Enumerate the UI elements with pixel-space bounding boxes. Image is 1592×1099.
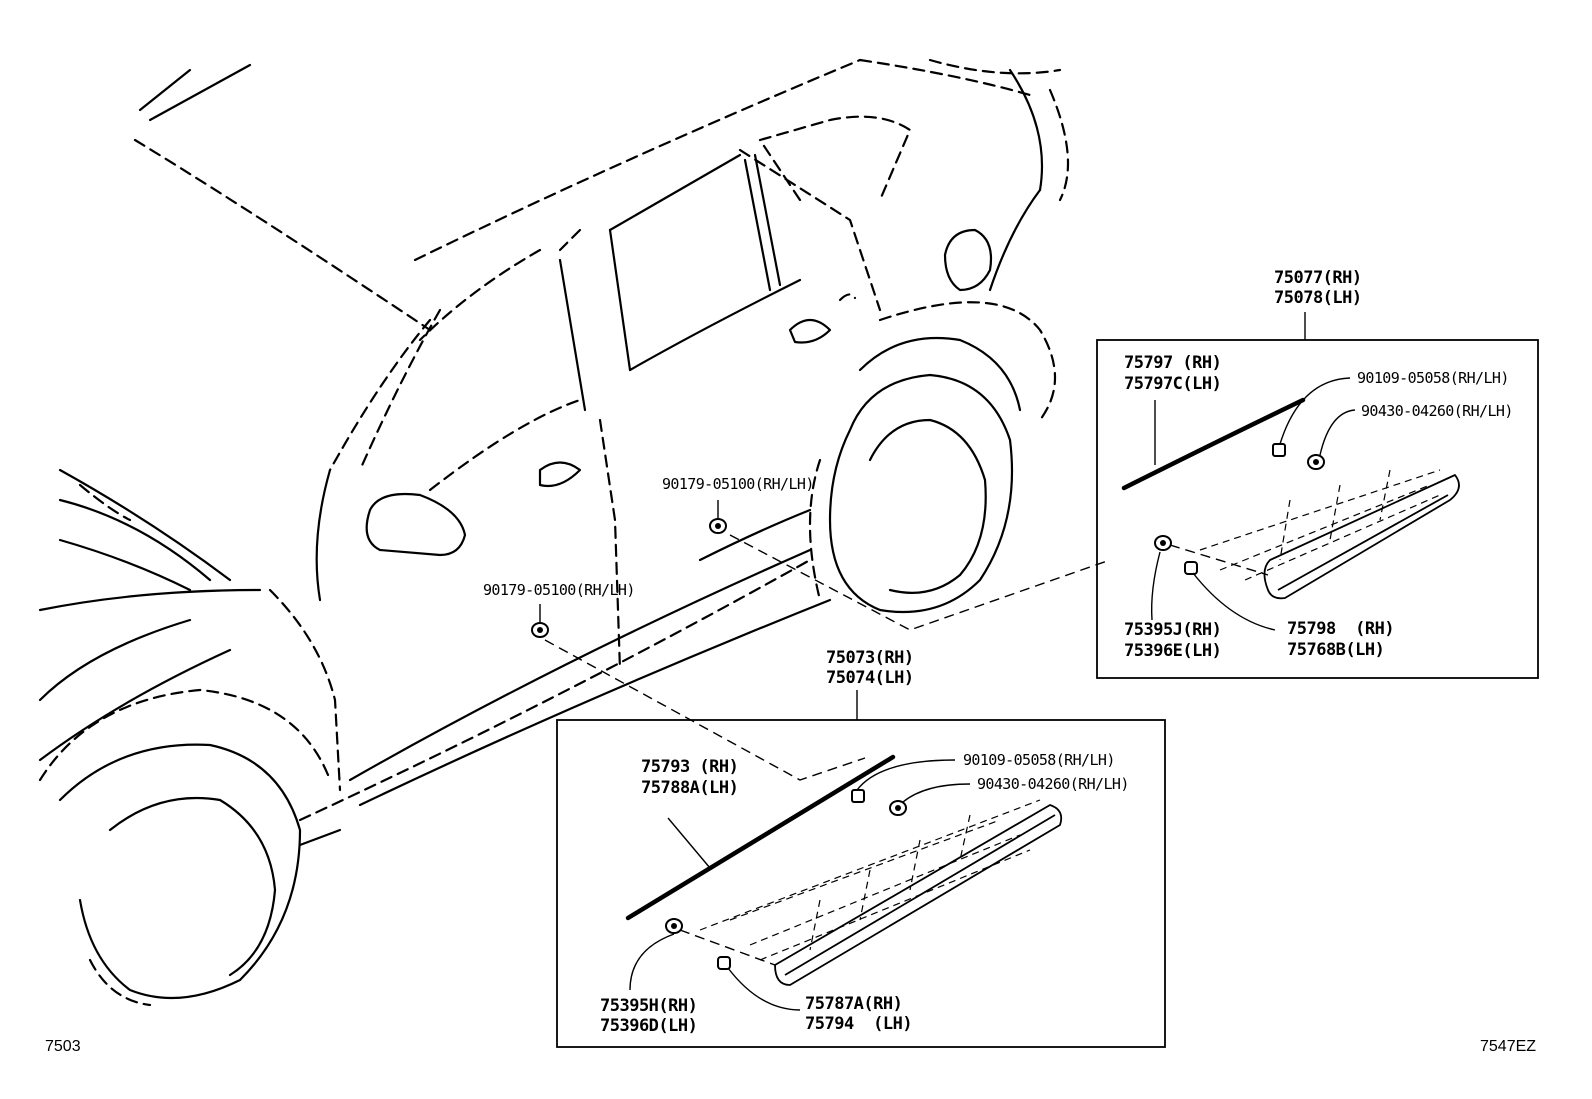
label-rear-clip-rh: 75395J(RH) [1124, 620, 1222, 640]
car-clip-upper [709, 518, 727, 534]
label-rear-screw: 90109-05058(RH/LH) [1357, 369, 1509, 387]
label-front-assembly-rh: 75073(RH) [826, 648, 914, 668]
label-front-cap-rh: 75787A(RH) [805, 994, 903, 1014]
diagram-code-right: 7547EZ [1480, 1038, 1537, 1055]
rear-moulding-box [1096, 312, 1539, 679]
label-front-moulding-rh: 75793 (RH) [641, 757, 739, 777]
label-rear-moulding-lh: 75797C(LH) [1124, 374, 1222, 394]
label-rear-cap-rh: 75798 (RH) [1287, 619, 1395, 639]
label-rear-assembly-lh: 75078(LH) [1274, 288, 1362, 308]
label-front-assembly-lh: 75074(LH) [826, 668, 914, 688]
label-car-clip-upper: 90179-05100(RH/LH) [662, 475, 814, 493]
label-rear-moulding-rh: 75797 (RH) [1124, 353, 1222, 373]
label-front-screw: 90109-05058(RH/LH) [963, 751, 1115, 769]
label-front-cap-lh: 75794 (LH) [805, 1014, 913, 1034]
front-moulding-box [556, 690, 1166, 1048]
label-rear-nut: 90430-04260(RH/LH) [1361, 402, 1513, 420]
label-front-nut: 90430-04260(RH/LH) [977, 775, 1129, 793]
label-front-clip-rh: 75395H(RH) [600, 996, 698, 1016]
label-front-clip-lh: 75396D(LH) [600, 1016, 698, 1036]
leader-car-to-front-box [544, 639, 866, 781]
label-rear-clip-lh: 75396E(LH) [1124, 641, 1222, 661]
diagram-code-left: 7503 [45, 1038, 81, 1055]
label-rear-assembly-rh: 75077(RH) [1274, 268, 1362, 288]
label-front-moulding-lh: 75788A(LH) [641, 778, 739, 798]
leader-car-to-rear-box [729, 534, 1111, 631]
label-car-clip-lower: 90179-05100(RH/LH) [483, 581, 635, 599]
car-clip-lower [531, 622, 549, 638]
vehicle-outline [38, 58, 1070, 1007]
label-rear-cap-lh: 75768B(LH) [1287, 640, 1385, 660]
